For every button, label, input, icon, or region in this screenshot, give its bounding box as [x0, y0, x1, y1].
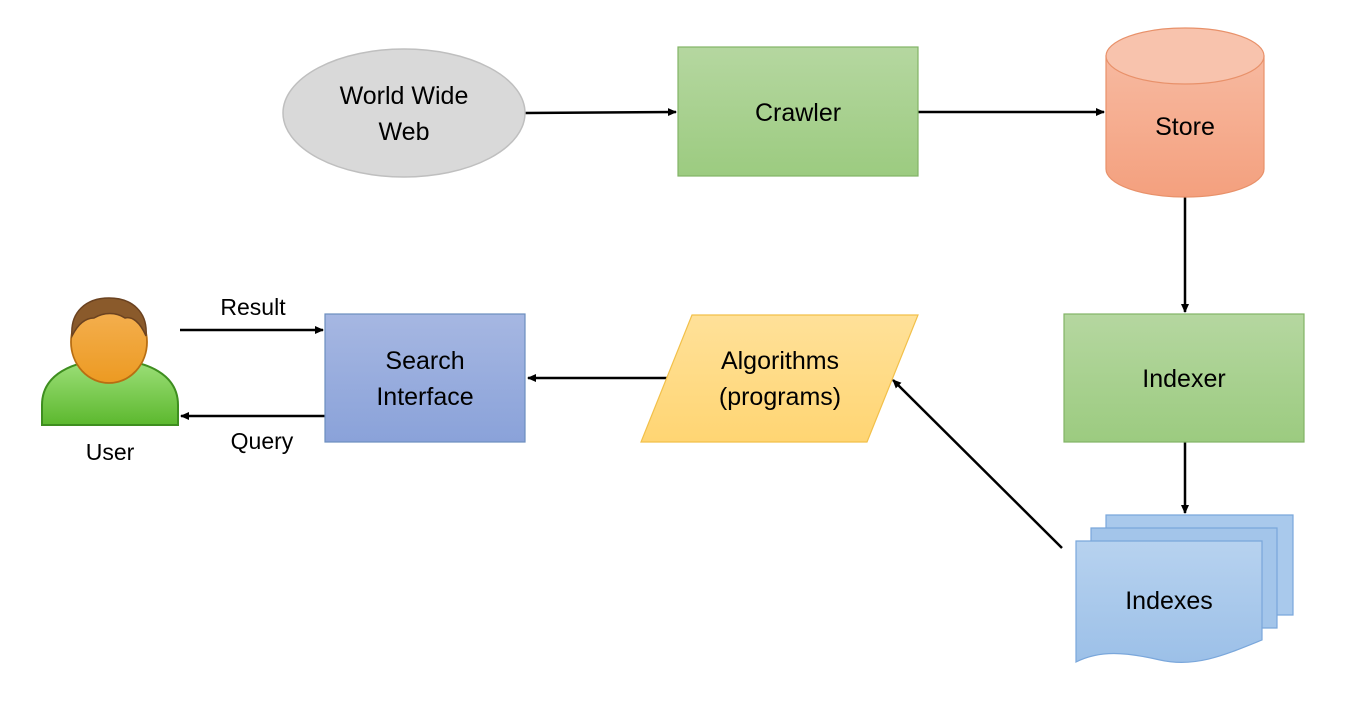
result-label: Result [220, 294, 286, 320]
indexer-shape [1063, 313, 1305, 443]
node-search-interface: Search Interface [324, 313, 526, 443]
search-interface-label-line2: Interface [376, 383, 473, 411]
node-world-wide-web: World Wide Web [282, 48, 526, 178]
edge-indexes-to-algorithms [892, 379, 1063, 549]
algorithms-label-line1: Algorithms [721, 347, 839, 375]
indexer-label: Indexer [1142, 365, 1225, 393]
world-wide-web-label-line1: World Wide [340, 82, 469, 110]
node-indexer: Indexer [1063, 313, 1305, 443]
indexes-label: Indexes [1125, 587, 1213, 615]
search-interface-label-line1: Search [385, 347, 464, 375]
indexes-front-page [1075, 540, 1263, 663]
node-indexes: Indexes [1075, 514, 1294, 663]
search-interface-shape [324, 313, 526, 443]
crawler-label: Crawler [755, 99, 841, 127]
query-label: Query [231, 428, 294, 454]
node-store: Store [1105, 27, 1265, 198]
crawler-shape [677, 46, 919, 177]
edge-www-to-crawler [524, 108, 677, 117]
store-label: Store [1155, 113, 1215, 141]
user-hair [71, 297, 147, 339]
world-wide-web-label-line2: Web [379, 118, 430, 146]
store-top [1105, 27, 1265, 85]
user-icon [41, 297, 179, 426]
node-crawler: Crawler [677, 46, 919, 177]
store-shape [1105, 55, 1265, 198]
world-wide-web-shape [282, 48, 526, 178]
user-label: User [86, 439, 135, 465]
algorithms-label-line2: (programs) [719, 383, 841, 411]
node-algorithms: Algorithms (programs) [640, 314, 919, 443]
algorithms-shape [640, 314, 919, 443]
node-user: User [41, 297, 179, 465]
